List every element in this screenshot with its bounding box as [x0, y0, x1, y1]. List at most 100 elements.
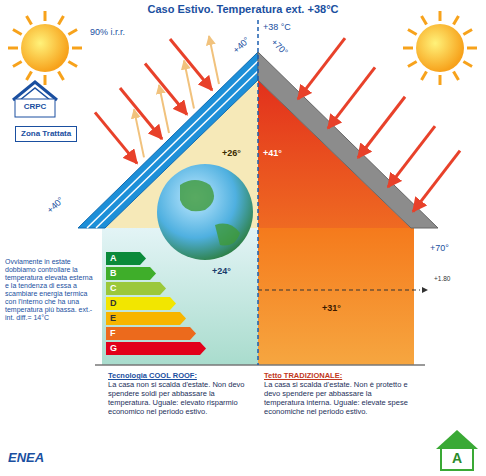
- sun-left-part: [68, 30, 77, 35]
- cool-roof-part: [78, 52, 258, 228]
- sun-rays-part: [413, 151, 460, 212]
- sun-rays-part: [328, 67, 375, 128]
- sun-left-part: [44, 11, 47, 21]
- sun-right-part: [408, 62, 417, 67]
- divider-line-part: [258, 290, 420, 291]
- band-arrow: [106, 342, 206, 355]
- class-letter: F: [110, 327, 196, 340]
- block-body: La casa si scalda d'estate. Non è protet…: [264, 380, 412, 416]
- sun-left-part: [27, 71, 32, 80]
- energy-house-icon-part: [441, 448, 473, 470]
- class-letter: C: [110, 282, 166, 295]
- band-shape: [106, 312, 186, 325]
- sun-rays-part: [298, 38, 345, 99]
- traditional-roof: [258, 52, 438, 228]
- cool-roof-part: [87, 61, 258, 228]
- sun-right-part: [408, 30, 417, 35]
- block-body: La casa non si scalda d'estate. Non devo…: [108, 380, 254, 416]
- earth-globe-part: [215, 224, 240, 246]
- house-body-part: [258, 228, 414, 365]
- sun-rays-part: [120, 88, 162, 139]
- attic-temperature: +26°: [222, 148, 241, 158]
- sun-right-part: [439, 75, 442, 85]
- energy-house-icon: [436, 430, 478, 470]
- sun-left-part: [13, 30, 22, 35]
- energy-class-band: F: [106, 327, 196, 340]
- sun-right-part: [416, 24, 464, 72]
- sun-right-part: [454, 71, 459, 80]
- band-arrow: [106, 312, 186, 325]
- divider-line: [258, 20, 428, 365]
- zone-box: Zona Trattata: [15, 126, 77, 142]
- crpc-logo-part: [20, 88, 50, 100]
- earth-globe: [157, 164, 253, 260]
- traditional-roof-part: [258, 52, 438, 228]
- block-heading: Tecnologia COOL ROOF:: [108, 371, 254, 380]
- sun-rays-part: [209, 36, 219, 84]
- block-heading: Tetto TRADIZIONALE:: [264, 371, 412, 380]
- band-arrow: [106, 252, 146, 265]
- sun-left-part: [68, 62, 77, 67]
- sun-rays-part: [145, 64, 187, 115]
- sun-right-part: [403, 47, 413, 50]
- sun-right-part: [439, 11, 442, 21]
- energy-class-band: B: [106, 267, 156, 280]
- sun-right-part: [463, 30, 472, 35]
- sun-rays-part: [170, 39, 212, 90]
- cool-roof-part: [96, 71, 258, 228]
- divider-line-part: [422, 287, 428, 293]
- sun-left-part: [21, 24, 69, 72]
- crpc-logo-part: [15, 99, 55, 117]
- title: Caso Estivo. Temperatura ext. +38°C: [0, 3, 486, 16]
- class-letter: A: [110, 252, 146, 265]
- sun-rays-part: [388, 126, 435, 187]
- sun-left-part: [72, 47, 82, 50]
- sun-left-part: [59, 71, 64, 80]
- roof-temperature: +70°: [269, 37, 290, 58]
- sun-rays-part: [95, 112, 137, 163]
- reflectance-label: 90% i.r.r.: [90, 27, 125, 37]
- crpc-logo-part: [13, 82, 57, 100]
- sun-left-part: [27, 16, 32, 25]
- sun-left-part: [44, 75, 47, 85]
- sun-rays-part: [358, 97, 405, 158]
- band-arrow: [106, 297, 176, 310]
- height-mark: +1.80: [434, 275, 450, 282]
- sun-right-part: [463, 62, 472, 67]
- zone-label: Zona Trattata: [21, 129, 71, 139]
- energy-class-band: D: [106, 297, 176, 310]
- sun-right: [403, 11, 477, 85]
- crpc-logo: [13, 82, 57, 117]
- room-temperature: +24°: [212, 266, 231, 276]
- energy-class-band: C: [106, 282, 166, 295]
- earth-globe-part: [157, 164, 253, 260]
- band-arrow: [106, 327, 196, 340]
- sun-rays: [95, 36, 460, 211]
- band-shape: [106, 342, 206, 355]
- class-letter: B: [110, 267, 156, 280]
- band-arrow: [106, 282, 166, 295]
- energy-class-icon: A: [449, 450, 465, 466]
- energy-class-band: A: [106, 252, 146, 265]
- sun-right-part: [422, 16, 427, 25]
- outside-temperature: +38 °C: [263, 22, 291, 32]
- sun-left-part: [13, 62, 22, 67]
- cool-roof: [78, 52, 258, 228]
- logo-text: CRPC: [15, 102, 55, 111]
- house-body-part: [95, 364, 425, 366]
- sun-right-part: [454, 16, 459, 25]
- band-arrow: [106, 267, 156, 280]
- agency-logo: ENEA: [8, 451, 44, 466]
- sun-left-part: [8, 47, 18, 50]
- sun-left-part: [59, 16, 64, 25]
- class-letter: D: [110, 297, 176, 310]
- house-body: [95, 80, 425, 365]
- text-block: Tecnologia COOL ROOF:La casa non si scal…: [108, 371, 254, 416]
- note-paragraph: Ovviamente in estate dobbiamo controllar…: [5, 258, 98, 322]
- energy-class-band: G: [106, 342, 206, 355]
- sun-left: [8, 11, 82, 85]
- sun-right-part: [467, 47, 477, 50]
- text-block: Tetto TRADIZIONALE:La casa si scalda d'e…: [264, 371, 412, 416]
- sun-right-part: [422, 71, 427, 80]
